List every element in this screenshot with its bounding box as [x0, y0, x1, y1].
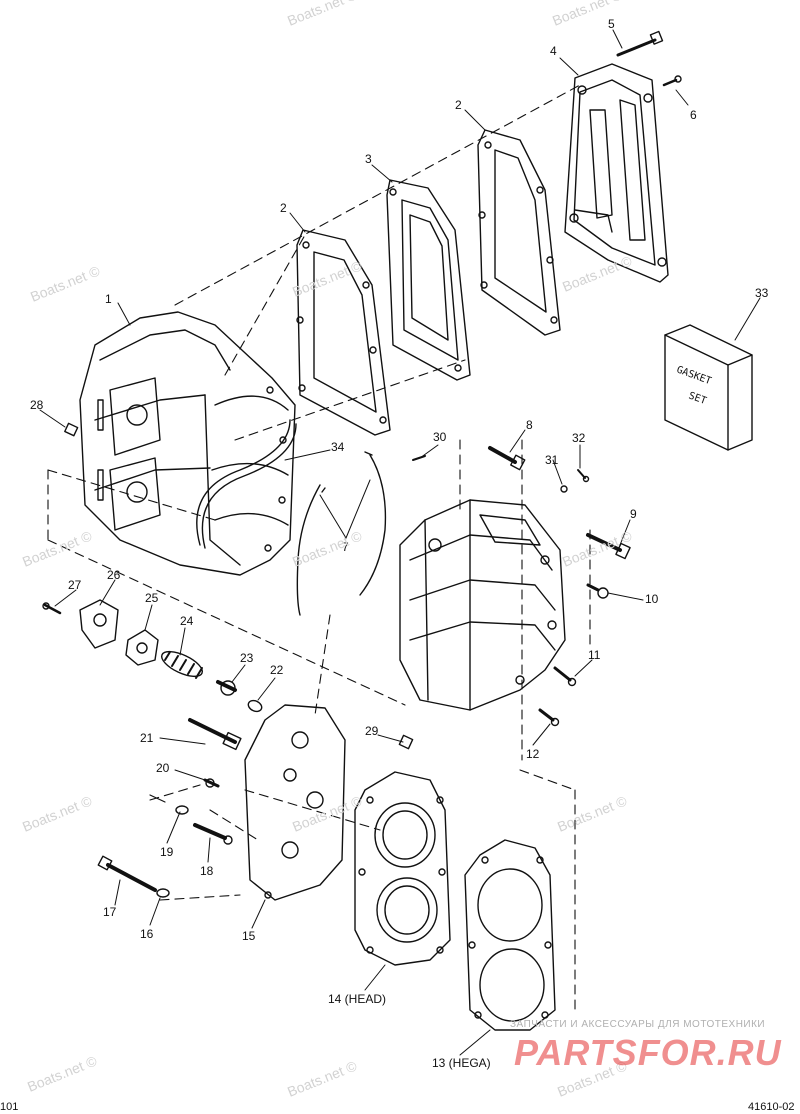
callout-30: 30 [433, 430, 447, 444]
callout-33: 33 [755, 286, 769, 300]
callout-26: 26 [107, 568, 121, 582]
sensor-part-21 [188, 718, 242, 751]
callout-24: 24 [180, 614, 194, 628]
washer-part-22 [247, 699, 263, 713]
gasket-set-box: GASKET SET [664, 324, 753, 451]
leader-lines [39, 29, 761, 1056]
callout-20: 20 [156, 761, 170, 775]
callout-28: 28 [30, 398, 44, 412]
callout-1: 1 [105, 292, 112, 306]
gasket-left [296, 229, 391, 436]
head-gasket [464, 839, 556, 1031]
washer-part-31 [560, 485, 568, 493]
crankcase [79, 311, 296, 576]
callout-9: 9 [630, 507, 637, 521]
dowel-pin-part-30 [412, 455, 426, 461]
corner-right-id: 41610-02 [748, 1101, 795, 1113]
callout-23: 23 [240, 651, 254, 665]
reed-plate [386, 179, 471, 381]
screw-part-27 [42, 602, 62, 615]
cylinder-head [354, 771, 451, 966]
callout-3: 3 [365, 152, 372, 166]
callout-19: 19 [160, 845, 174, 859]
fitting-part-20 [203, 778, 220, 788]
callout-5: 5 [608, 17, 615, 31]
callout-15: 15 [242, 929, 256, 943]
bolt-part-17 [97, 855, 157, 892]
callout-29: 29 [365, 724, 379, 738]
plug-part-28 [64, 422, 79, 437]
callout-17: 17 [103, 905, 117, 919]
callout-12: 12 [526, 747, 540, 761]
callout-6: 6 [690, 108, 697, 122]
plug-part-29 [398, 734, 414, 750]
callout-2-left: 2 [280, 201, 287, 215]
spring-part-24 [161, 650, 203, 679]
callout-7: 7 [342, 540, 349, 554]
callout-25: 25 [145, 591, 159, 605]
washer-part-16 [156, 888, 170, 898]
brand-caption: ЗАПЧАСТИ И АКСЕССУАРЫ ДЛЯ МОТОТЕХНИКИ [510, 1019, 766, 1030]
cylinder-block [399, 499, 566, 711]
callout-31: 31 [545, 453, 559, 467]
callout-10: 10 [645, 592, 659, 606]
callout-14-head: 14 (HEAD) [328, 992, 387, 1006]
gasket-box-line1: GASKET [675, 364, 713, 387]
bolt-part-8 [488, 446, 526, 471]
bolt-part-9 [586, 533, 631, 560]
callout-21: 21 [140, 731, 154, 745]
fitting-part-18 [193, 823, 233, 845]
screw-part-6 [662, 75, 682, 87]
callout-11: 11 [588, 648, 601, 662]
callout-22: 22 [270, 663, 284, 677]
bolt-part-5 [616, 30, 664, 57]
callout-13-hega: 13 (HEGA) [432, 1056, 491, 1070]
seal-strips-part-7 [296, 451, 387, 616]
water-jacket-cover [244, 704, 346, 901]
spring-clip-part-19 [149, 794, 189, 815]
corner-left-id: 101 [0, 1101, 19, 1113]
cover-plate [564, 63, 669, 283]
callout-2-right: 2 [455, 98, 462, 112]
screw-part-11 [553, 666, 577, 687]
hose-part-34 [196, 419, 297, 549]
gasket-part-25 [125, 629, 159, 666]
alignment-lines [47, 84, 591, 1011]
callout-18: 18 [200, 864, 214, 878]
callout-8: 8 [526, 418, 533, 432]
callout-27: 27 [68, 578, 82, 592]
fitting-part-10 [586, 583, 609, 599]
gasket-right [477, 129, 561, 336]
valve-part-23 [216, 680, 237, 696]
screw-part-32 [577, 469, 590, 483]
callout-34: 34 [331, 440, 345, 454]
screw-part-12 [538, 708, 560, 727]
brand-logo: PARTSFOR.RU [514, 1032, 782, 1073]
gasket-box-line2: SET [687, 390, 708, 407]
callout-4: 4 [550, 44, 557, 58]
callout-32: 32 [572, 431, 586, 445]
callout-16: 16 [140, 927, 154, 941]
thermostat-cover-part-26 [79, 599, 119, 649]
